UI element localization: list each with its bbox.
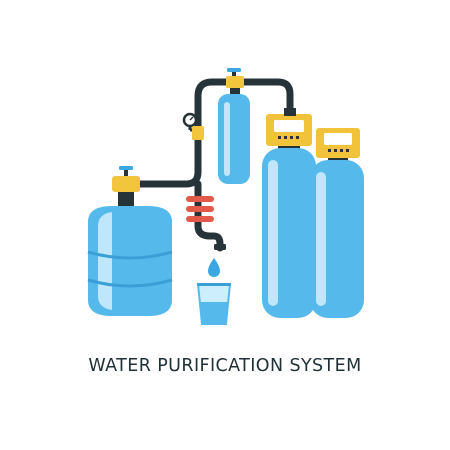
brine-tank-icon: [310, 128, 364, 318]
glass-of-water-icon: [196, 283, 232, 325]
storage-tank-icon: [87, 166, 173, 316]
softener-inlet-fitting: [284, 108, 296, 116]
feed-pipe: [114, 140, 202, 188]
riser-fitting: [192, 126, 204, 140]
faucet-icon: [214, 244, 226, 250]
filter-cartridge-icon: [218, 68, 250, 184]
top-loop-pipe: [232, 78, 294, 120]
softener-tank-icon: [262, 114, 316, 318]
illustration-caption: WATER PURIFICATION SYSTEM: [88, 356, 362, 376]
valve-handle-icon: [112, 176, 140, 192]
pipe-network: [114, 78, 294, 252]
water-drop-icon: [208, 258, 220, 277]
heating-coil-icon: [186, 196, 214, 222]
faucet-branch-pipe: [194, 180, 224, 252]
riser-pipe: [194, 78, 240, 148]
